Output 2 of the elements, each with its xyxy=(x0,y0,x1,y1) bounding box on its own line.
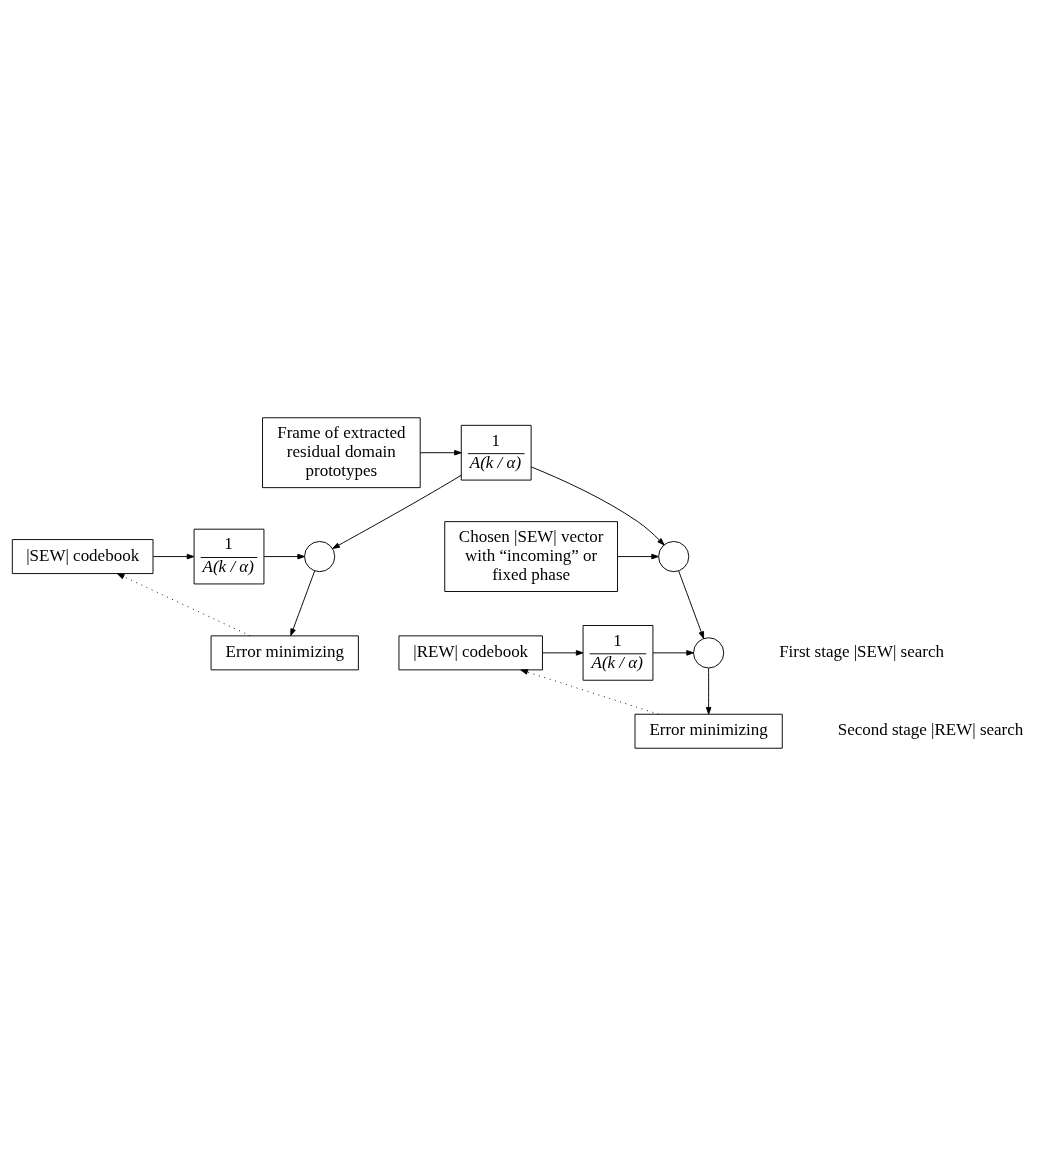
label: Second stage |REW| search xyxy=(837,719,1024,739)
label: First stage |SEW| search xyxy=(779,641,944,661)
